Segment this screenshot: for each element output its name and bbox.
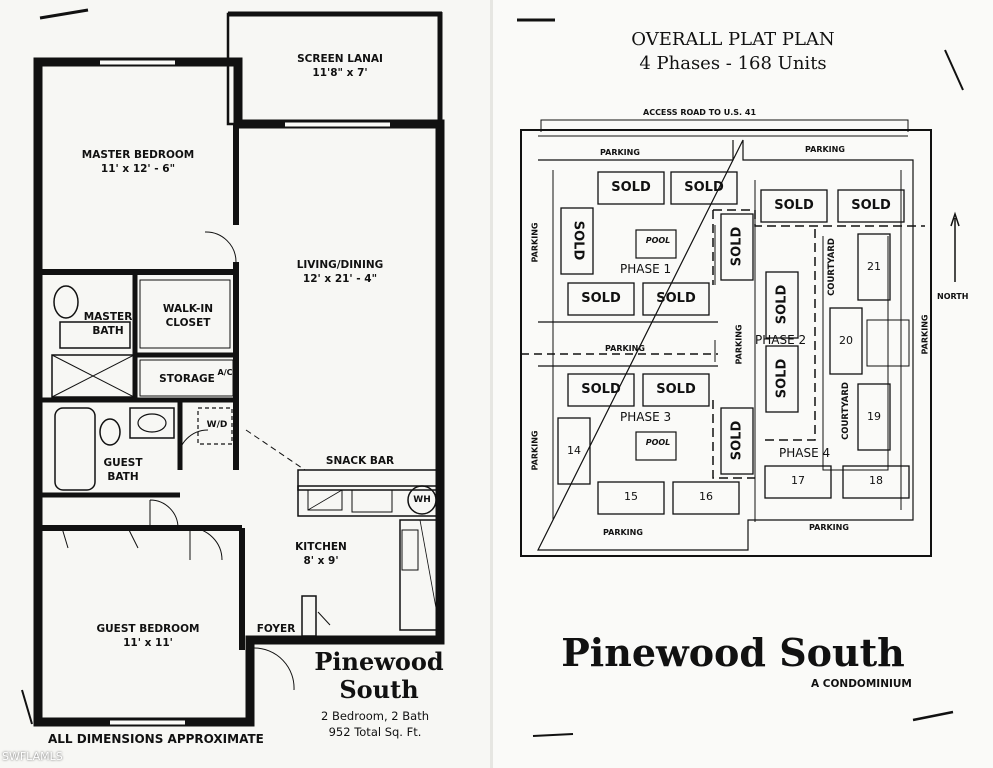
kitchen-label: KITCHEN 8' x 9' <box>295 541 347 567</box>
phase-2-label: PHASE 2 <box>755 333 807 347</box>
sold-tag: SOLD <box>611 180 651 195</box>
page-divider <box>490 0 493 768</box>
dimensions-footnote: ALL DIMENSIONS APPROXIMATE <box>48 732 264 746</box>
wd-label: W/D <box>206 420 228 430</box>
parking-label-north-east: PARKING <box>805 145 845 154</box>
parking-label-west-2: PARKING <box>530 430 540 471</box>
parking-label-north-west: PARKING <box>600 148 640 157</box>
plat-brand-subtitle: A CONDOMINIUM <box>811 678 912 690</box>
parking-label-center: PARKING <box>605 344 645 353</box>
sold-tag: SOLD <box>581 382 621 397</box>
parking-label-south-west: PARKING <box>603 528 643 537</box>
storage-label: STORAGE <box>159 373 215 385</box>
plat-title: OVERALL PLAT PLAN 4 Phases - 168 Units <box>631 29 835 74</box>
building-21-label: 21 <box>867 260 881 273</box>
sold-tag: SOLD <box>570 220 586 261</box>
foyer-label: FOYER <box>256 623 296 635</box>
sold-tag: SOLD <box>774 198 814 213</box>
north-label: NORTH <box>937 292 969 301</box>
courtyard-label-north: COURTYARD <box>826 238 837 296</box>
master-bedroom-label: MASTER BEDROOM 11' x 12' - 6" <box>81 149 195 175</box>
parking-label-west-1: PARKING <box>530 222 540 263</box>
courtyard-label-south: COURTYARD <box>840 382 851 440</box>
plat-brand: Pinewood South <box>561 630 905 675</box>
parking-label-south-east: PARKING <box>809 523 849 532</box>
ac-label: A/C <box>217 368 233 377</box>
guest-bedroom-label: GUEST BEDROOM 11' x 11' <box>96 623 200 649</box>
screen-lanai-label: SCREEN LANAI 11'8" x 7' <box>297 53 383 79</box>
floor-plan-brand: Pinewood South <box>314 647 444 704</box>
parking-label-east: PARKING <box>920 314 930 355</box>
sold-tag: SOLD <box>774 358 790 399</box>
building-15-label: 15 <box>624 490 638 503</box>
plat-site-map <box>517 18 964 737</box>
phase-1-label: PHASE 1 <box>620 262 672 276</box>
sold-tag: SOLD <box>581 291 621 306</box>
pool-label-phase1: POOL <box>645 236 671 245</box>
sold-tag: SOLD <box>656 291 696 306</box>
guest-bath-label: GUEST BATH <box>103 457 143 483</box>
snack-bar-label: SNACK BAR <box>325 455 395 467</box>
mls-watermark: SWFLAMLS <box>2 750 63 763</box>
living-dining-label: LIVING/DINING 12' x 21' - 4" <box>296 259 384 285</box>
walk-in-closet-label: WALK-IN CLOSET <box>162 303 214 329</box>
master-bath-label: MASTER BATH <box>83 311 133 337</box>
plat-plan-page: OVERALL PLAT PLAN 4 Phases - 168 Units <box>493 0 993 768</box>
floor-plan-drawing <box>21 8 445 727</box>
building-16-label: 16 <box>699 490 713 503</box>
access-road-label: ACCESS ROAD TO U.S. 41 <box>643 108 757 117</box>
building-14-label: 14 <box>567 444 581 457</box>
building-18-label: 18 <box>869 474 883 487</box>
sold-tag: SOLD <box>729 226 745 267</box>
sold-tag: SOLD <box>774 284 790 325</box>
unit-specs: 2 Bedroom, 2 Bath 952 Total Sq. Ft. <box>320 709 429 739</box>
water-heater-label: WH <box>413 495 431 505</box>
phase-3-label: PHASE 3 <box>620 410 672 424</box>
sold-tag: SOLD <box>729 420 745 461</box>
parking-label-phase2: PARKING <box>734 324 744 365</box>
pool-label-phase3: POOL <box>645 438 671 447</box>
building-19-label: 19 <box>867 410 881 423</box>
building-20-label: 20 <box>839 334 853 347</box>
sold-tag: SOLD <box>656 382 696 397</box>
floor-plan-page: SCREEN LANAI 11'8" x 7' MASTER BEDROOM 1… <box>0 0 493 768</box>
phase-4-label: PHASE 4 <box>779 446 831 460</box>
sold-tag: SOLD <box>851 198 891 213</box>
sold-tag: SOLD <box>684 180 724 195</box>
building-17-label: 17 <box>791 474 805 487</box>
